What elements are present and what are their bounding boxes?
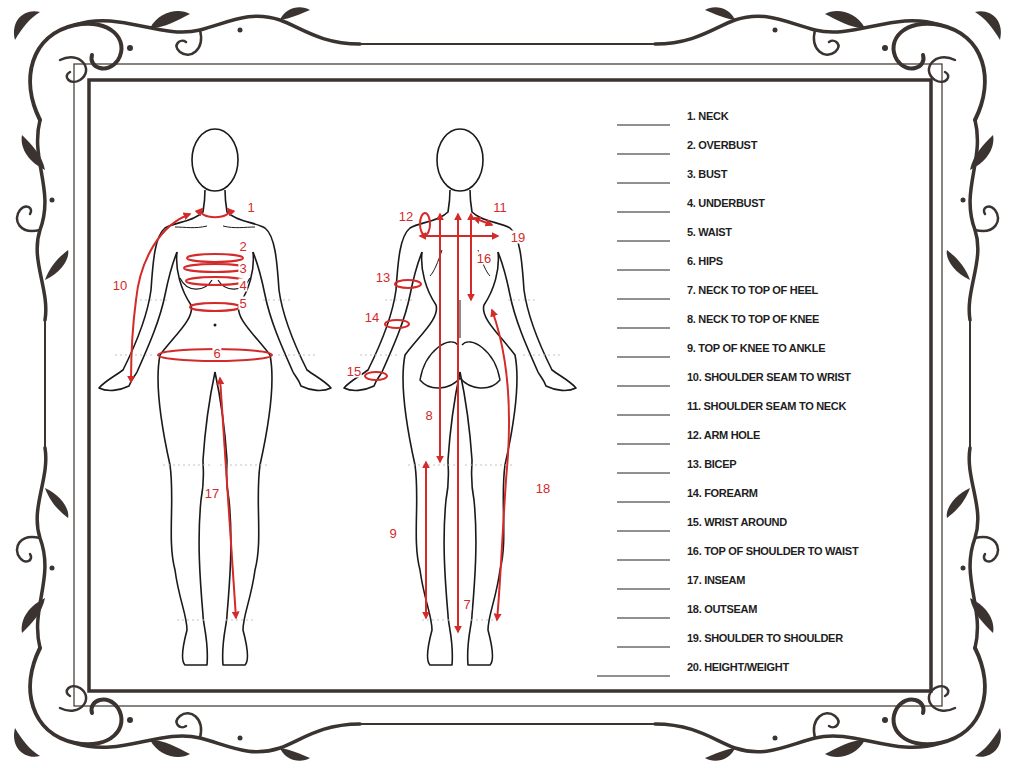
measurement-item: 5. WAIST xyxy=(687,227,732,238)
shoulder-seam-measure xyxy=(474,218,492,225)
blank-lines xyxy=(597,125,670,676)
callout-number: 9 xyxy=(388,527,397,540)
corner-ornament xyxy=(14,7,360,320)
frame-line xyxy=(969,320,971,448)
frame-line xyxy=(360,723,655,725)
callout-number: 7 xyxy=(462,598,471,611)
callout-number: 10 xyxy=(112,279,128,292)
neck-measure xyxy=(201,209,229,217)
callout-number: 2 xyxy=(238,240,247,253)
corner-ornament xyxy=(655,7,1001,320)
callout-number: 5 xyxy=(238,297,247,310)
back-figure xyxy=(344,129,576,665)
ornate-frame xyxy=(14,7,1001,761)
callout-number: 14 xyxy=(364,311,380,324)
measurement-item: 1. NECK xyxy=(687,111,728,122)
callout-number: 13 xyxy=(375,271,391,284)
measurement-item: 14. FOREARM xyxy=(687,488,758,499)
measurement-lines xyxy=(131,209,509,632)
callout-number: 18 xyxy=(535,482,551,495)
measurement-item: 20. HEIGHT/WEIGHT xyxy=(687,662,789,673)
measurement-item: 12. ARM HOLE xyxy=(687,430,760,441)
waist-measure xyxy=(190,303,240,311)
underbust-measure xyxy=(186,277,244,285)
measurement-item: 10. SHOULDER SEAM TO WRIST xyxy=(687,372,851,383)
callout-number: 12 xyxy=(398,210,414,223)
measurement-item: 18. OUTSEAM xyxy=(687,604,757,615)
callout-number: 3 xyxy=(238,262,247,275)
neck-heel-measure xyxy=(457,214,459,632)
forearm-measure xyxy=(385,320,409,328)
shoulder-waist-measure xyxy=(470,214,472,300)
outseam-measure xyxy=(492,310,509,620)
measurement-item: 13. BICEP xyxy=(687,459,736,470)
outer-frame-line xyxy=(74,64,942,706)
overbust-measure xyxy=(187,254,243,262)
sleeve-measure xyxy=(131,214,190,382)
callout-number: 4 xyxy=(238,279,247,292)
callout-number: 16 xyxy=(476,252,492,265)
callout-number: 11 xyxy=(492,201,508,214)
measurement-item: 7. NECK TO TOP OF HEEL xyxy=(687,285,818,296)
armhole-measure xyxy=(420,213,430,235)
frame-line xyxy=(44,320,46,448)
measurement-item: 17. INSEAM xyxy=(687,575,745,586)
measurement-item: 19. SHOULDER TO SHOULDER xyxy=(687,633,843,644)
wrist-measure xyxy=(365,372,387,380)
callout-number: 1 xyxy=(246,201,255,214)
callout-number: 6 xyxy=(212,347,221,360)
knee-ankle-measure xyxy=(425,462,427,618)
measurement-item: 8. NECK TO TOP OF KNEE xyxy=(687,314,819,325)
corner-ornament xyxy=(655,448,1001,761)
neck-knee-measure xyxy=(439,214,441,462)
callout-number: 8 xyxy=(424,409,433,422)
measurement-item: 4. UNDERBUST xyxy=(687,198,765,209)
measurement-item: 16. TOP OF SHOULDER TO WAIST xyxy=(687,546,858,557)
measurement-item: 3. BUST xyxy=(687,169,727,180)
front-figure xyxy=(99,129,331,665)
bicep-measure xyxy=(395,280,421,288)
callout-number: 17 xyxy=(204,487,220,500)
measurement-item: 9. TOP OF KNEE TO ANKLE xyxy=(687,343,825,354)
callout-number: 15 xyxy=(346,365,362,378)
callout-number: 19 xyxy=(510,231,526,244)
measurement-item: 15. WRIST AROUND xyxy=(687,517,787,528)
bust-measure xyxy=(184,264,246,272)
frame-line xyxy=(360,43,655,45)
inseam-measure xyxy=(220,378,236,618)
measurement-item: 6. HIPS xyxy=(687,256,723,267)
corner-ornament xyxy=(14,448,360,761)
measurement-item: 11. SHOULDER SEAM TO NECK xyxy=(687,401,846,412)
measurement-item: 2. OVERBUST xyxy=(687,140,757,151)
inner-frame xyxy=(89,80,931,691)
